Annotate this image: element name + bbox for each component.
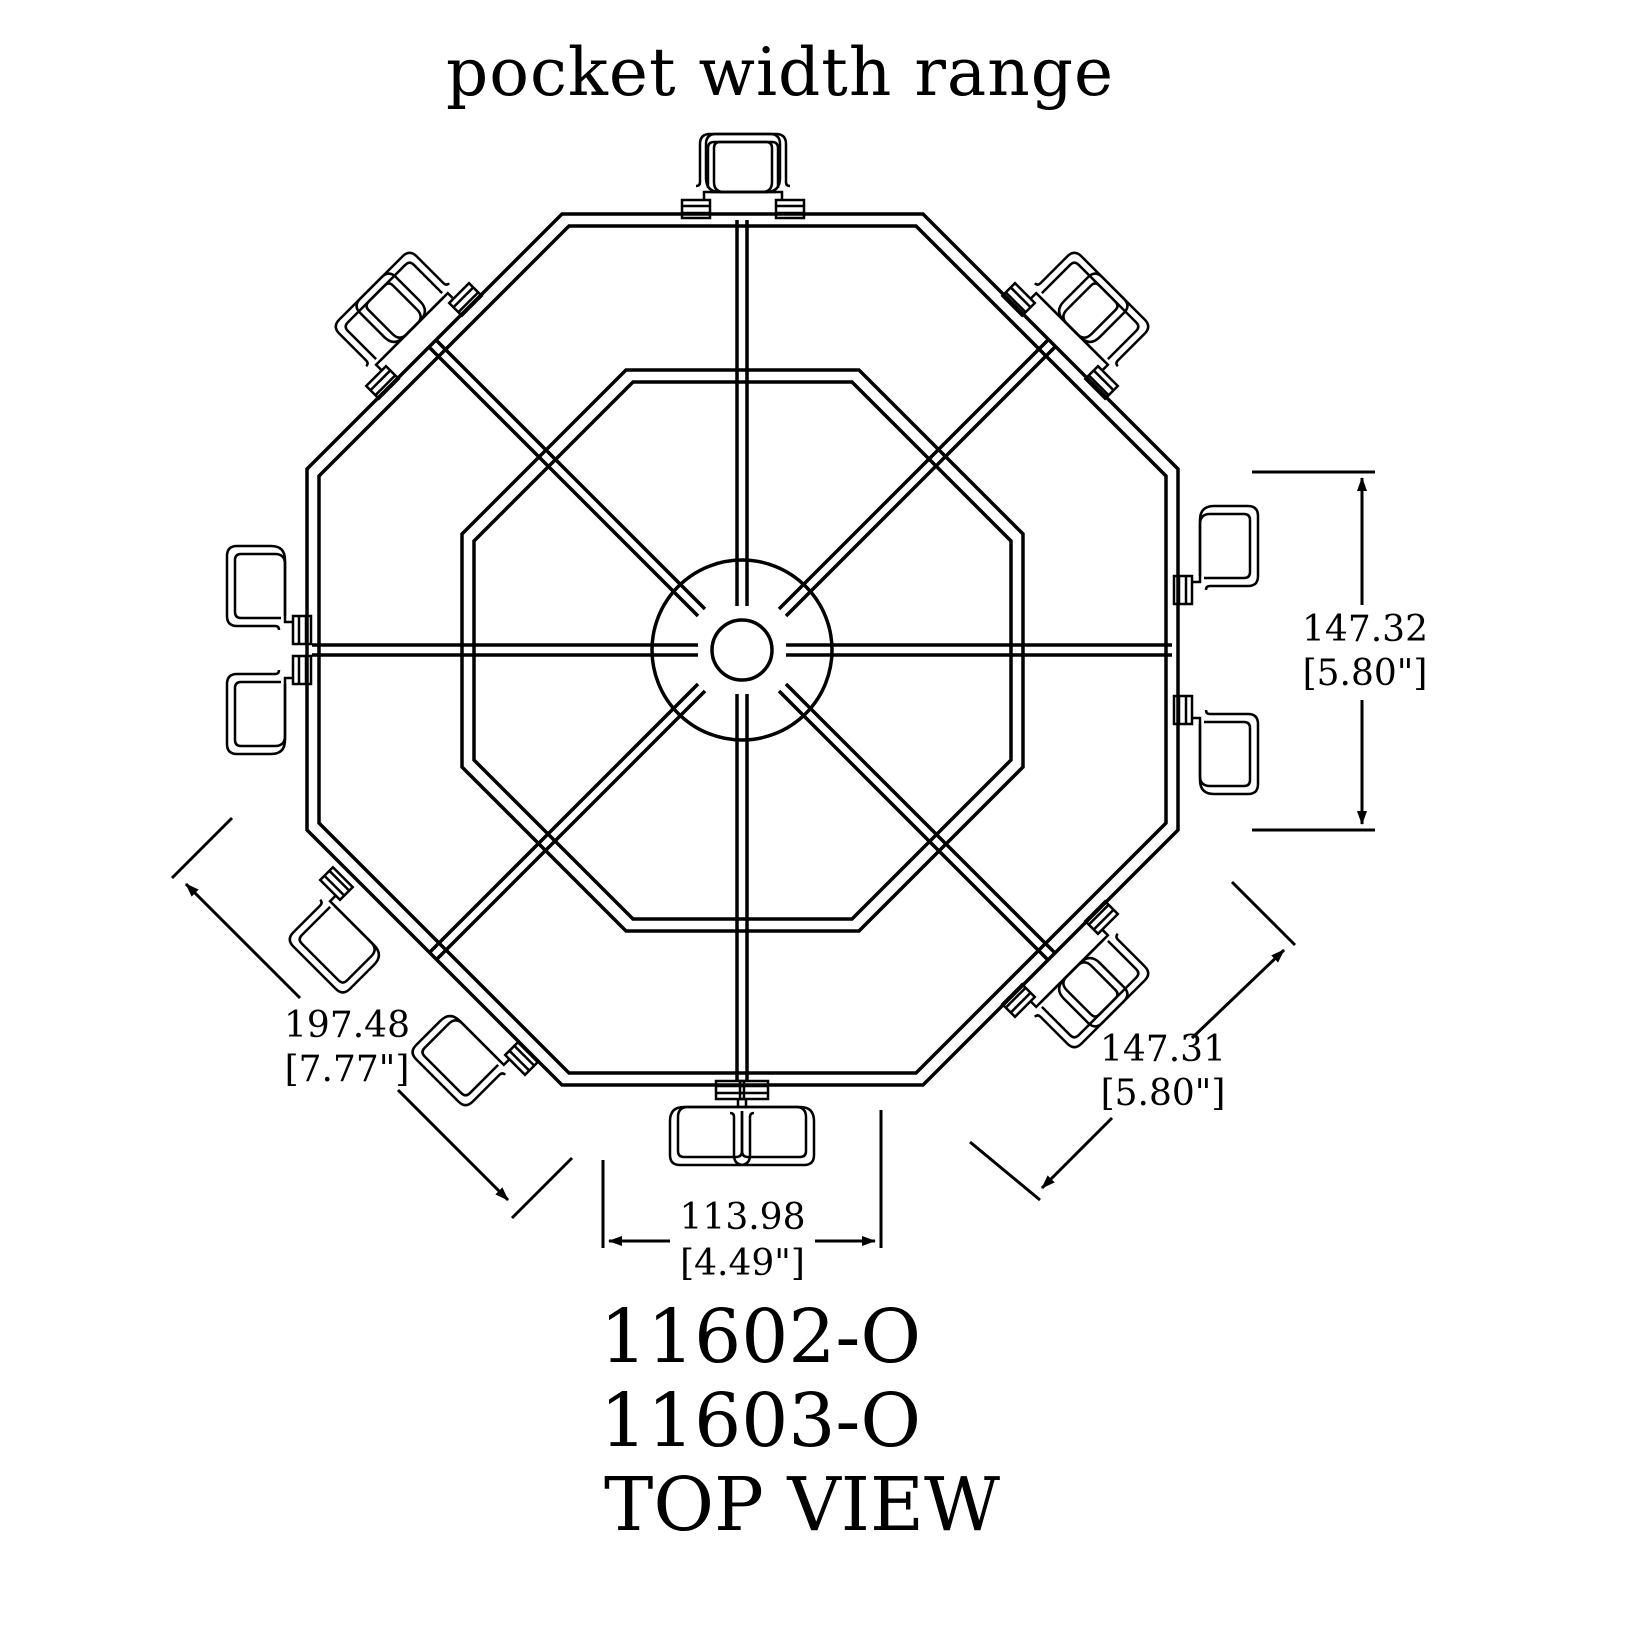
dim-lower-left-metric: 197.48 bbox=[284, 1005, 410, 1046]
inner-octagon bbox=[460, 368, 1025, 933]
dimension-right-vertical bbox=[1252, 470, 1375, 832]
dimension-lower-left bbox=[170, 816, 574, 1220]
drawing-title: pocket width range bbox=[445, 34, 1115, 111]
bracket-right-upper bbox=[1172, 504, 1260, 606]
dim-lower-right-imperial: [5.80"] bbox=[1100, 1073, 1226, 1114]
bracket-left-upper bbox=[225, 544, 313, 646]
bracket-right-lower bbox=[1172, 694, 1260, 796]
bracket-left-lower bbox=[225, 654, 313, 756]
center-hub bbox=[650, 558, 834, 742]
dim-lower-left-imperial: [7.77"] bbox=[284, 1049, 410, 1090]
dim-right-metric: 147.32 bbox=[1302, 609, 1428, 650]
outer-octagon bbox=[305, 212, 1180, 1087]
part-number-2: 11603-O bbox=[600, 1378, 922, 1464]
spokes bbox=[312, 220, 1172, 1080]
bracket-se-upper bbox=[1034, 900, 1166, 1032]
bracket-nw-upper bbox=[351, 235, 483, 367]
bracket-top-left bbox=[680, 132, 782, 220]
bracket-sw-lower bbox=[407, 991, 539, 1123]
bracket-nw-lower bbox=[318, 268, 450, 400]
part-number-1: 11602-O bbox=[600, 1294, 922, 1380]
dimension-lower-right bbox=[969, 880, 1297, 1202]
dim-lower-right-metric: 147.31 bbox=[1100, 1029, 1226, 1070]
bracket-top-right bbox=[704, 132, 806, 220]
dimension-bottom-horizontal bbox=[601, 1110, 883, 1248]
dim-right-imperial: [5.80"] bbox=[1302, 653, 1428, 694]
dim-bottom-metric: 113.98 bbox=[679, 1197, 806, 1238]
bracket-ne-upper bbox=[1001, 235, 1133, 367]
dim-bottom-imperial: [4.49"] bbox=[680, 1243, 805, 1284]
view-label: TOP VIEW bbox=[604, 1462, 1001, 1548]
bracket-ne-lower bbox=[1034, 268, 1166, 400]
